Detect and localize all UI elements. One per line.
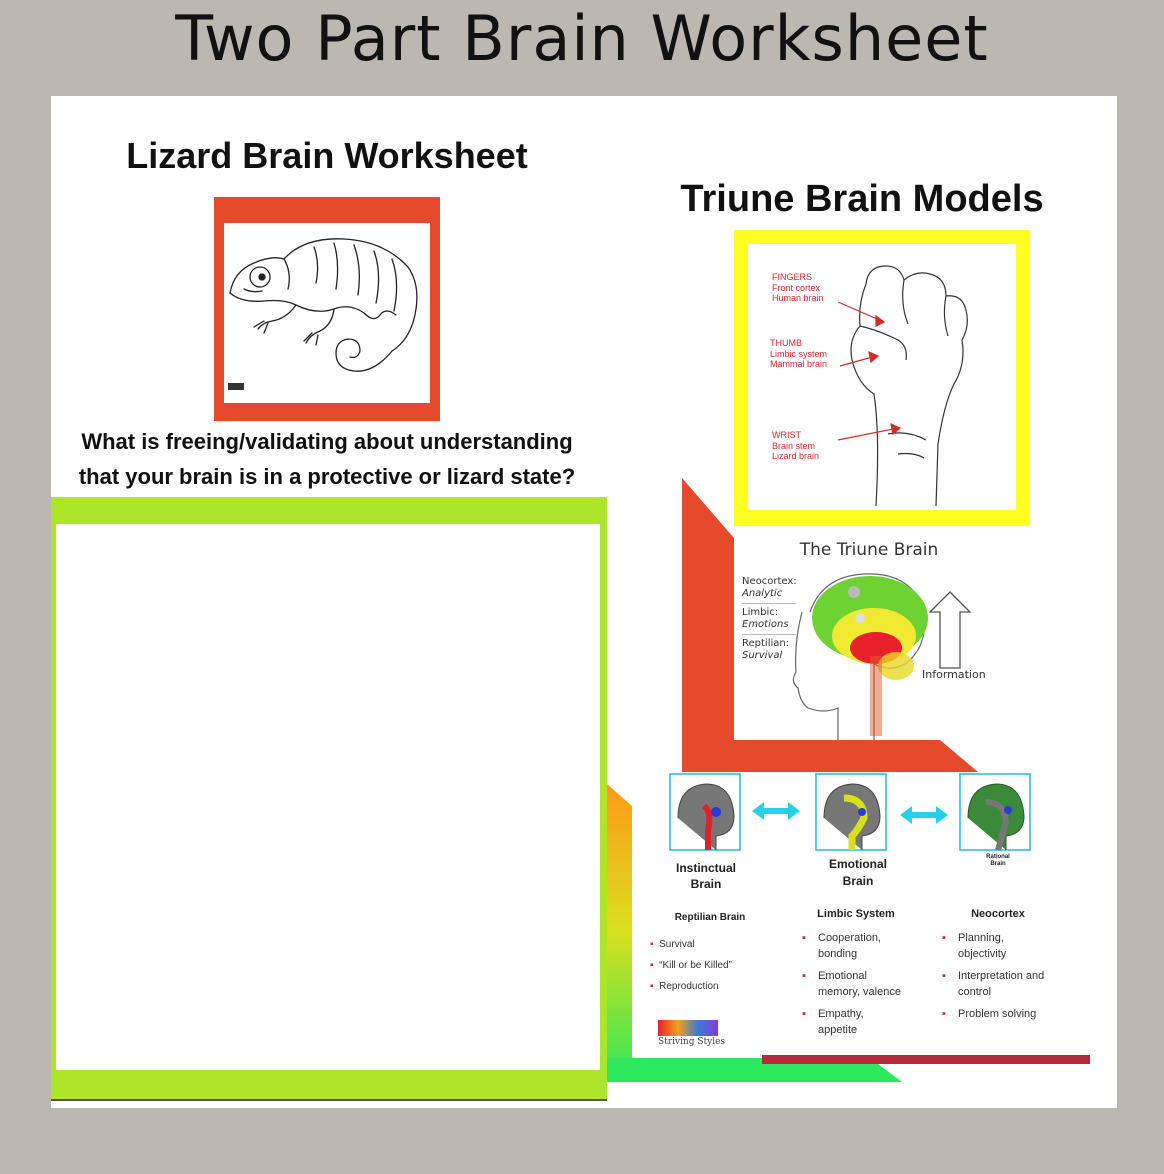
neocortex-subhead: Neocortex	[971, 908, 1025, 920]
triune-layer-labels: Neocortex: Analytic Limbic: Emotions Rep…	[742, 576, 797, 661]
hand-model-image: FINGERS Front cortex Human brain THUMB L…	[748, 244, 1016, 510]
triune-brain-title: The Triune Brain	[799, 540, 939, 560]
rational-brain-icon	[959, 773, 1031, 851]
rational-brain-heading: Rational Brain	[986, 854, 1010, 867]
bullet-cooperation: ▪Cooperation,bonding	[802, 932, 881, 960]
bullet-survival: ▪ Survival	[650, 939, 695, 950]
double-arrow-icon	[752, 802, 948, 824]
col1-bullets: ▪ Survival ▪ “Kill or be Killed” ▪ Repro…	[650, 934, 732, 997]
decorative-shapes	[607, 478, 1090, 1082]
reptilian-brain-subhead: Reptilian Brain	[674, 912, 746, 923]
bullet-problem-solving: ▪Problem solving	[942, 1008, 1037, 1020]
answer-box-base	[51, 1099, 607, 1108]
information-label: Information	[922, 668, 986, 681]
question-text: What is freeing/validating about underst…	[51, 424, 603, 494]
bullet-planning: ▪Planning,objectivity	[942, 932, 1007, 960]
bullet-kill: ▪ “Kill or be Killed”	[650, 960, 732, 971]
emotional-brain-heading: Emotional Brain	[828, 857, 887, 888]
left-title: Lizard Brain Worksheet	[126, 135, 528, 176]
page-banner-title: Two Part Brain Worksheet	[175, 2, 989, 75]
question-line-2: that your brain is in a protective or li…	[78, 464, 576, 489]
brain-layers-illustration	[792, 573, 972, 740]
right-title: Triune Brain Models	[680, 178, 1044, 220]
triune-brain-diagram: The Triune Brain Neocortex: Analytic Lim…	[734, 532, 996, 740]
answer-writing-area[interactable]	[56, 524, 600, 1070]
chameleon-illustration	[229, 238, 418, 372]
instinctual-brain-heading: Instinctual Brain	[675, 861, 736, 891]
striving-styles-logo	[658, 1020, 718, 1036]
bullet-reproduction: ▪ Reproduction	[650, 981, 719, 992]
instinctual-brain-icon	[669, 773, 741, 851]
limbic-system-subhead: Limbic System	[817, 908, 895, 920]
fist-illustration	[837, 265, 968, 507]
col3-bullets: ▪Planning,objectivity ▪Interpretation an…	[942, 930, 1082, 1022]
cc-license-badge	[228, 383, 244, 390]
thumb-label: THUMB Limbic system Mammal brain	[770, 338, 828, 369]
fingers-label: FINGERS Front cortex Human brain	[772, 272, 824, 303]
striving-styles-name: Striving Styles	[658, 1037, 726, 1047]
bullet-empathy: ▪Empathy,appetite	[802, 1008, 864, 1036]
three-brains-illustration	[669, 773, 1031, 851]
question-line-1: What is freeing/validating about underst…	[81, 429, 573, 454]
lizard-image	[224, 223, 430, 403]
wrist-label: WRIST Brain stem Lizard brain	[772, 430, 820, 461]
emotional-brain-icon	[815, 773, 887, 851]
